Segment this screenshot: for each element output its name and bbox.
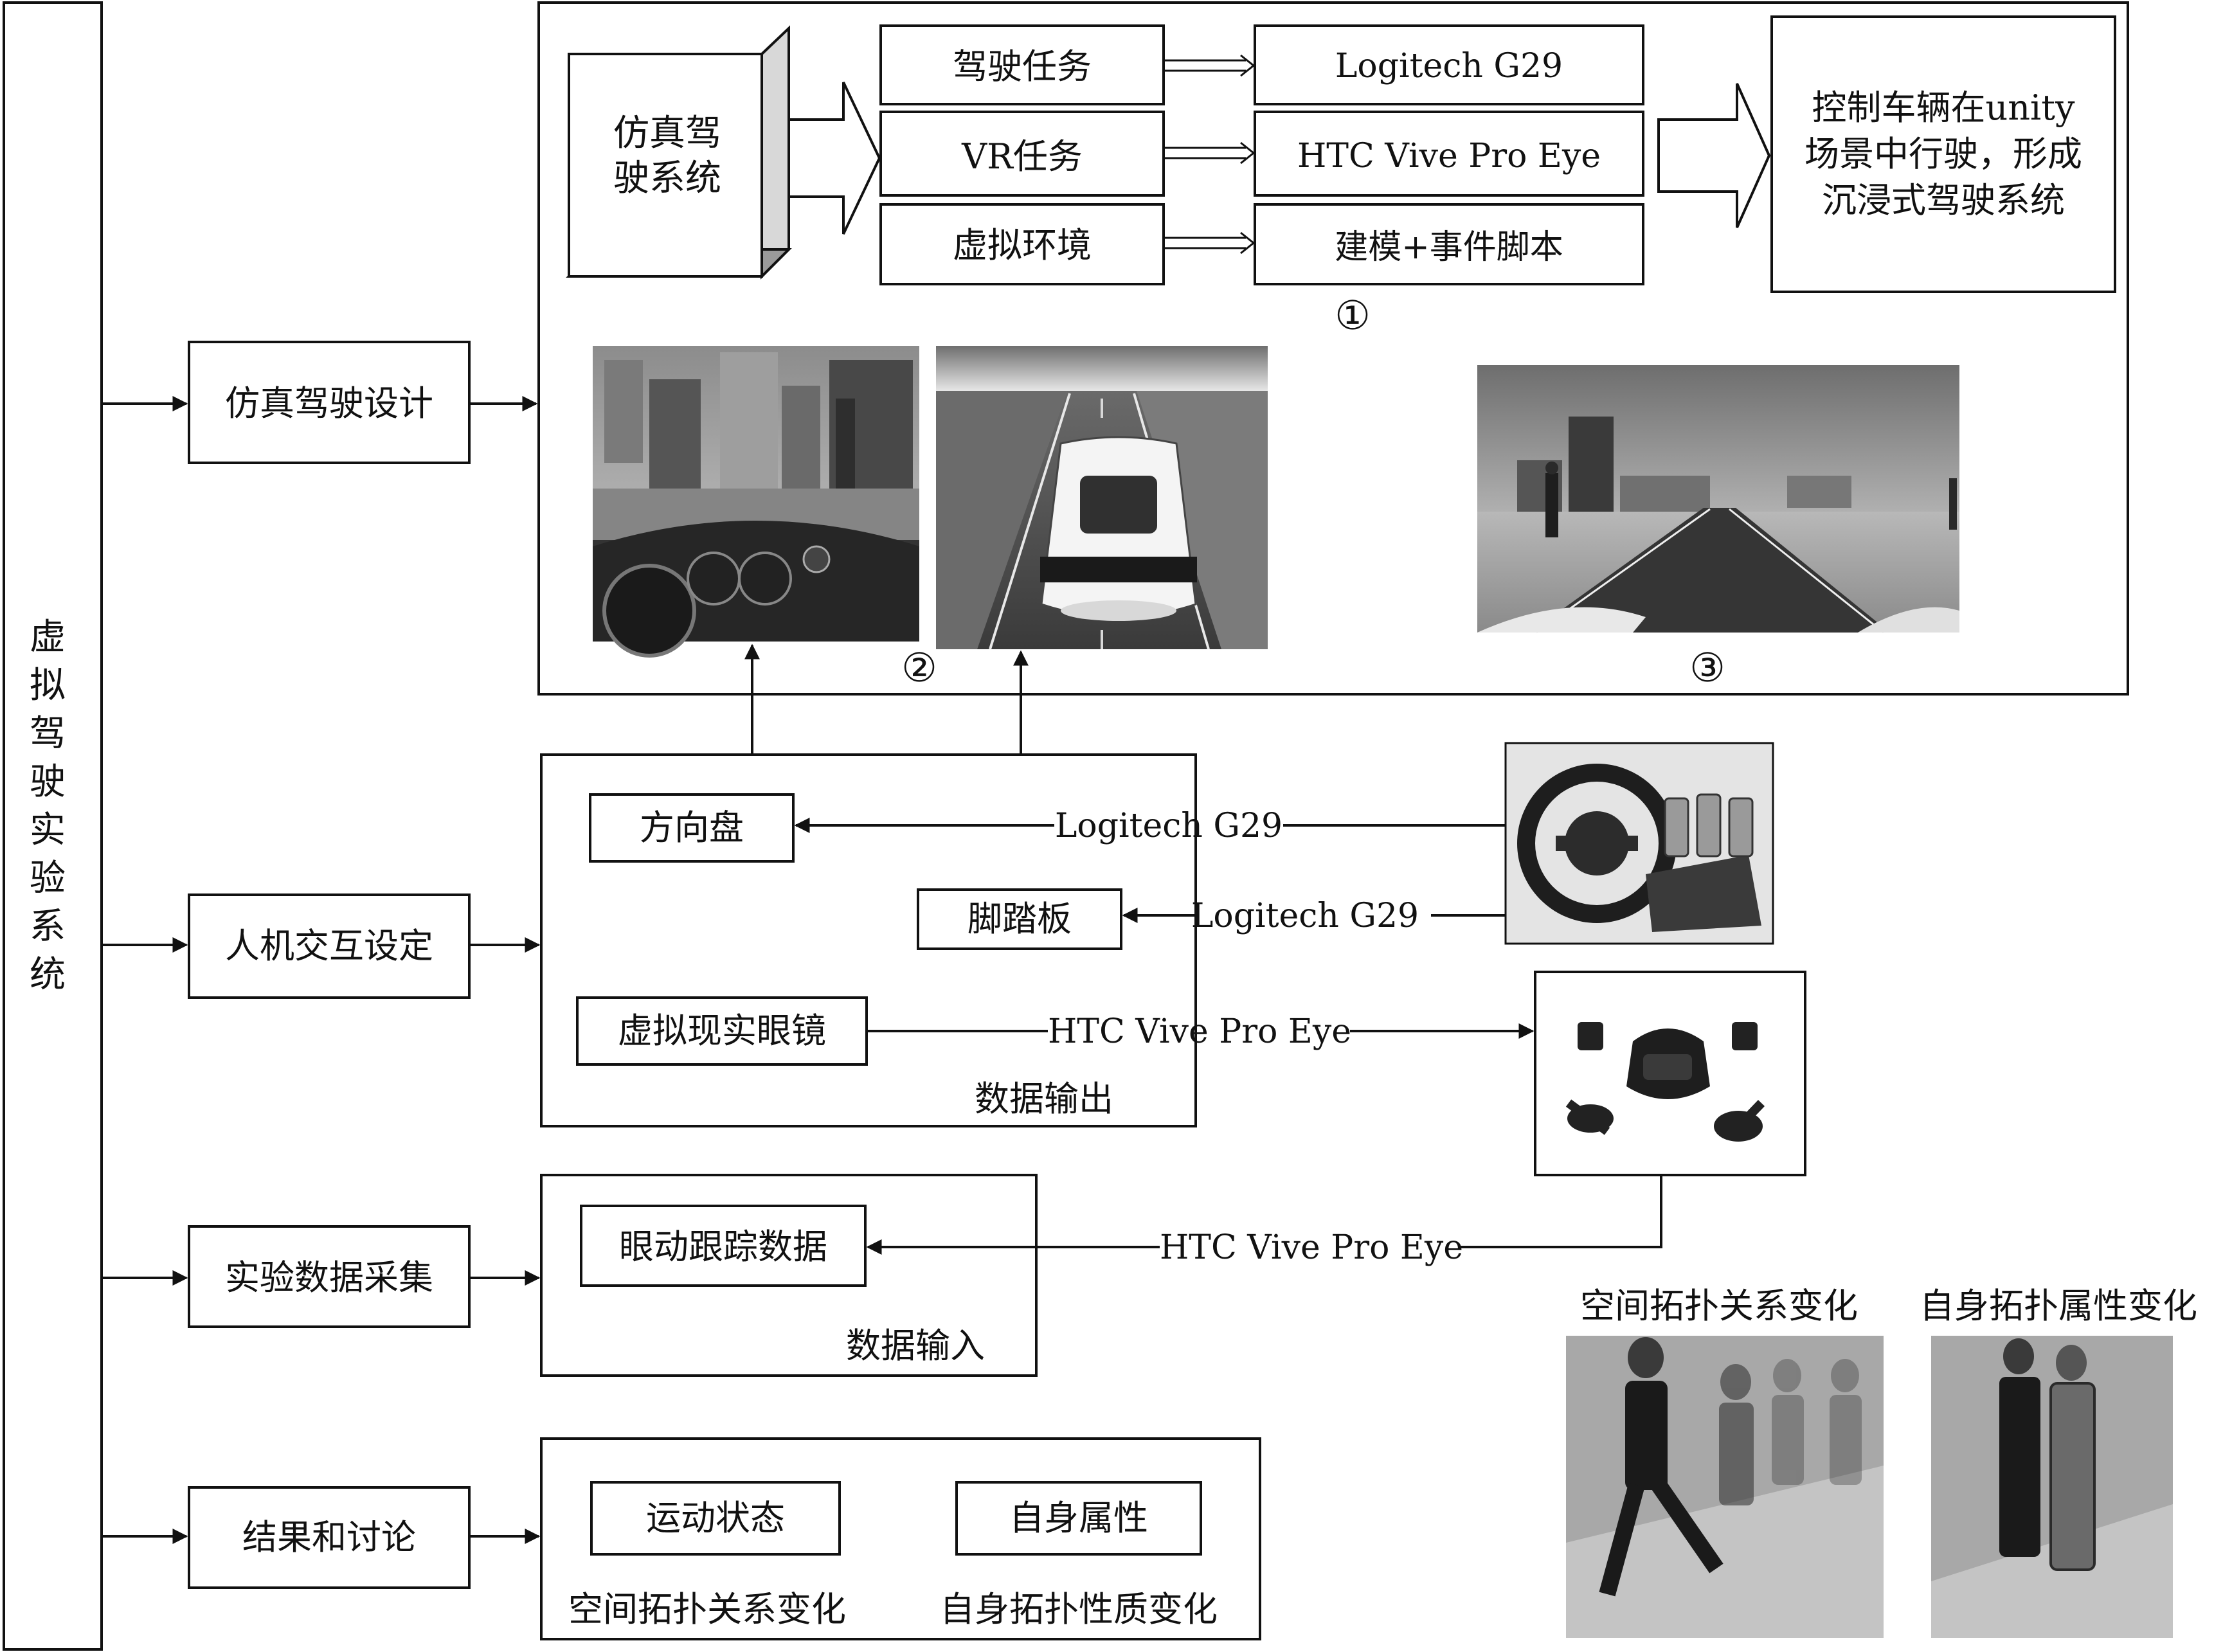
results-self-attr: 自身属性: [1009, 1498, 1148, 1538]
task-vr: VR任务: [961, 136, 1083, 177]
results-caption-left: 空间拓扑关系变化: [568, 1589, 846, 1630]
tool-modeling: 建模+事件脚本: [1335, 228, 1563, 267]
screenshot-cockpit-view: [593, 346, 919, 658]
variation-self-title: 自身拓扑属性变化: [1920, 1286, 2197, 1326]
left-bar-char: 拟: [30, 665, 66, 706]
variation-self: 自身拓扑属性变化: [1920, 1286, 2197, 1638]
left-bar-title: 虚 拟 驾 驶 实 验 系 统: [30, 616, 66, 996]
sim-system-label-line1: 仿真驾: [613, 112, 721, 154]
hci-steering-label: 方向盘: [640, 807, 744, 848]
left-bar-char: 驶: [30, 761, 66, 803]
hci-pedal-label: 脚踏板: [968, 899, 1072, 939]
collect-eye-label: 眼动跟踪数据: [619, 1226, 827, 1267]
tool-boxes: Logitech G29 HTC Vive Pro Eye 建模+事件脚本: [1254, 24, 1644, 285]
htc-vive-photo: [1534, 971, 1806, 1176]
double-arrows: [1164, 54, 1256, 255]
results-panel: 运动状态 自身属性 空间拓扑关系变化 自身拓扑性质变化: [540, 1437, 1261, 1640]
hci-vr-label: 虚拟现实眼镜: [618, 1010, 826, 1051]
tool-logitech: Logitech G29: [1335, 47, 1563, 85]
module-collect: 实验数据采集: [102, 1225, 541, 1328]
task-environment: 虚拟环境: [953, 225, 1092, 265]
variation-spatial-title: 空间拓扑关系变化: [1580, 1286, 1858, 1326]
logitech-g29-photo: [1504, 742, 1774, 945]
module-hci: 人机交互设定: [102, 893, 541, 999]
screenshot-road-pedestrian: [1477, 365, 1959, 634]
left-bar-char: 系: [30, 906, 66, 947]
module-collect-label: 实验数据采集: [225, 1257, 433, 1298]
variation-spatial: 空间拓扑关系变化: [1566, 1286, 1884, 1638]
marker-2: ②: [901, 644, 937, 691]
screenshot-third-person-car: [936, 346, 1268, 650]
left-bar-char: 实: [30, 809, 66, 851]
results-caption-right: 自身拓扑性质变化: [940, 1589, 1218, 1630]
module-results-label: 结果和讨论: [242, 1517, 416, 1558]
hci-pedal-device: Logitech G29: [1191, 897, 1419, 935]
sim-result-line3: 沉浸式驾驶系统: [1822, 180, 2065, 220]
module-results: 结果和讨论: [102, 1486, 541, 1589]
sim-result-line1: 控制车辆在unity: [1812, 87, 2075, 128]
results-motion-state: 运动状态: [646, 1498, 785, 1538]
hci-panel: 方向盘 脚踏板 虚拟现实眼镜 数据输出 Logitech G29 Logitec…: [540, 753, 1534, 1127]
hollow-arrow-to-result: [1657, 83, 1771, 228]
marker-3: ③: [1689, 644, 1725, 691]
left-bar-char: 验: [30, 857, 66, 899]
hci-vr-device: HTC Vive Pro Eye: [1048, 1012, 1351, 1051]
sim-result-box: 控制车辆在unity 场景中行驶，形成 沉浸式驾驶系统: [1770, 15, 2116, 293]
marker-1: ①: [1335, 292, 1371, 339]
task-driving: 驾驶任务: [953, 46, 1092, 87]
collect-device: HTC Vive Pro Eye: [1160, 1228, 1463, 1267]
left-system-bar: 虚 拟 驾 驶 实 验 系 统: [3, 1, 103, 1651]
collect-section-label: 数据输入: [846, 1325, 985, 1366]
module-hci-label: 人机交互设定: [225, 926, 433, 966]
simulation-panel: 仿真驾 驶系统 驾驶任务 VR任务 虚拟环境 Logitech G29: [537, 1, 2129, 890]
hci-section-label: 数据输出: [975, 1079, 1113, 1119]
hollow-arrow-to-tasks: [788, 82, 881, 235]
module-design: 仿真驾驶设计: [102, 341, 538, 464]
module-design-label: 仿真驾驶设计: [225, 383, 433, 424]
sim-result-line2: 场景中行驶，形成: [1805, 134, 2082, 174]
left-bar-char: 虚: [30, 616, 66, 658]
sim-system-cube: 仿真驾 驶系统: [566, 25, 792, 280]
hci-steering-device: Logitech G29: [1055, 807, 1282, 845]
task-boxes: 驾驶任务 VR任务 虚拟环境: [879, 24, 1165, 285]
left-bar-char: 统: [30, 954, 66, 996]
collect-panel: 眼动跟踪数据 数据输入 HTC Vive Pro Eye: [540, 1174, 1662, 1377]
tool-htc: HTC Vive Pro Eye: [1297, 137, 1601, 175]
connector-htc-down: [1461, 1175, 1662, 1248]
sim-system-label-line2: 驶系统: [613, 157, 721, 199]
left-bar-char: 驾: [30, 713, 66, 755]
